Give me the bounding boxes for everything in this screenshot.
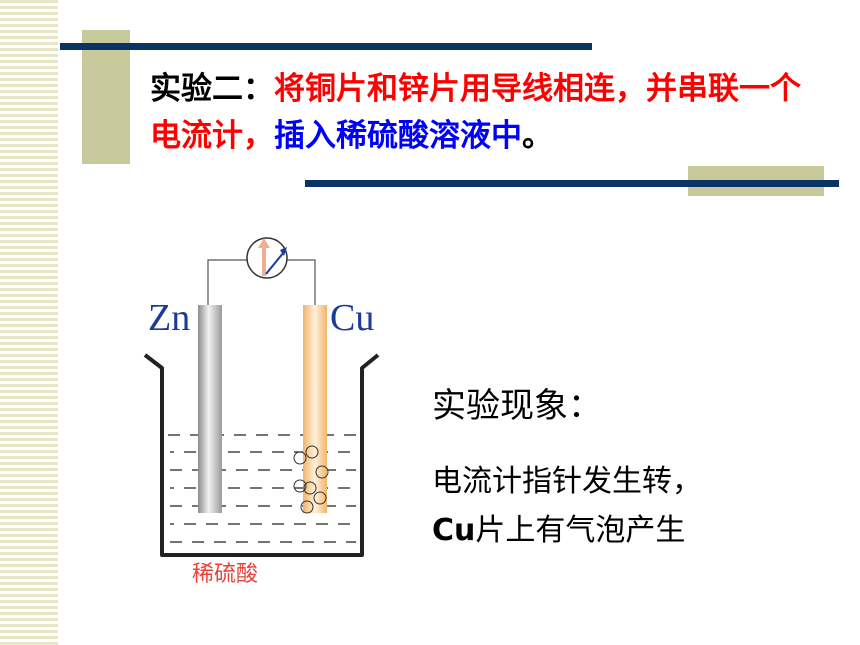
observation-line-2: Cu片上有气泡产生 (432, 505, 685, 549)
navy-line-bottom (305, 180, 839, 187)
acid-solution (168, 434, 358, 543)
cu-label: Cu (330, 297, 374, 339)
observation-line-1: 电流计指针发生转， (432, 464, 702, 499)
observation-cu: Cu (432, 513, 476, 548)
observation-line-2-rest: 片上有气泡产生 (475, 513, 686, 548)
left-stripe-decoration (0, 0, 58, 645)
title-blue-text: 插入稀硫酸溶液中 (274, 118, 522, 154)
title-red-text: 将铜片和锌片用导线相连，并串联一个电流计， (150, 71, 801, 154)
observation-heading: 实验现象： (432, 386, 602, 426)
navy-line-top (60, 43, 592, 50)
experiment-title: 实验二：将铜片和锌片用导线相连，并串联一个电流计，插入稀硫酸溶液中。 (150, 66, 830, 160)
beaker (143, 353, 380, 557)
title-end: 。 (522, 118, 553, 154)
wire-right (287, 259, 316, 305)
zinc-electrode (198, 305, 222, 513)
zn-label: Zn (148, 297, 190, 339)
olive-block-top (82, 30, 130, 164)
acid-label: 稀硫酸 (192, 562, 258, 587)
copper-electrode (303, 305, 327, 513)
galvanic-cell-diagram: Zn Cu 稀硫酸 (143, 237, 380, 587)
wire-left (207, 259, 247, 305)
title-lead: 实验二： (150, 71, 274, 107)
gas-bubbles (293, 445, 329, 514)
galvanometer-icon (246, 237, 288, 279)
